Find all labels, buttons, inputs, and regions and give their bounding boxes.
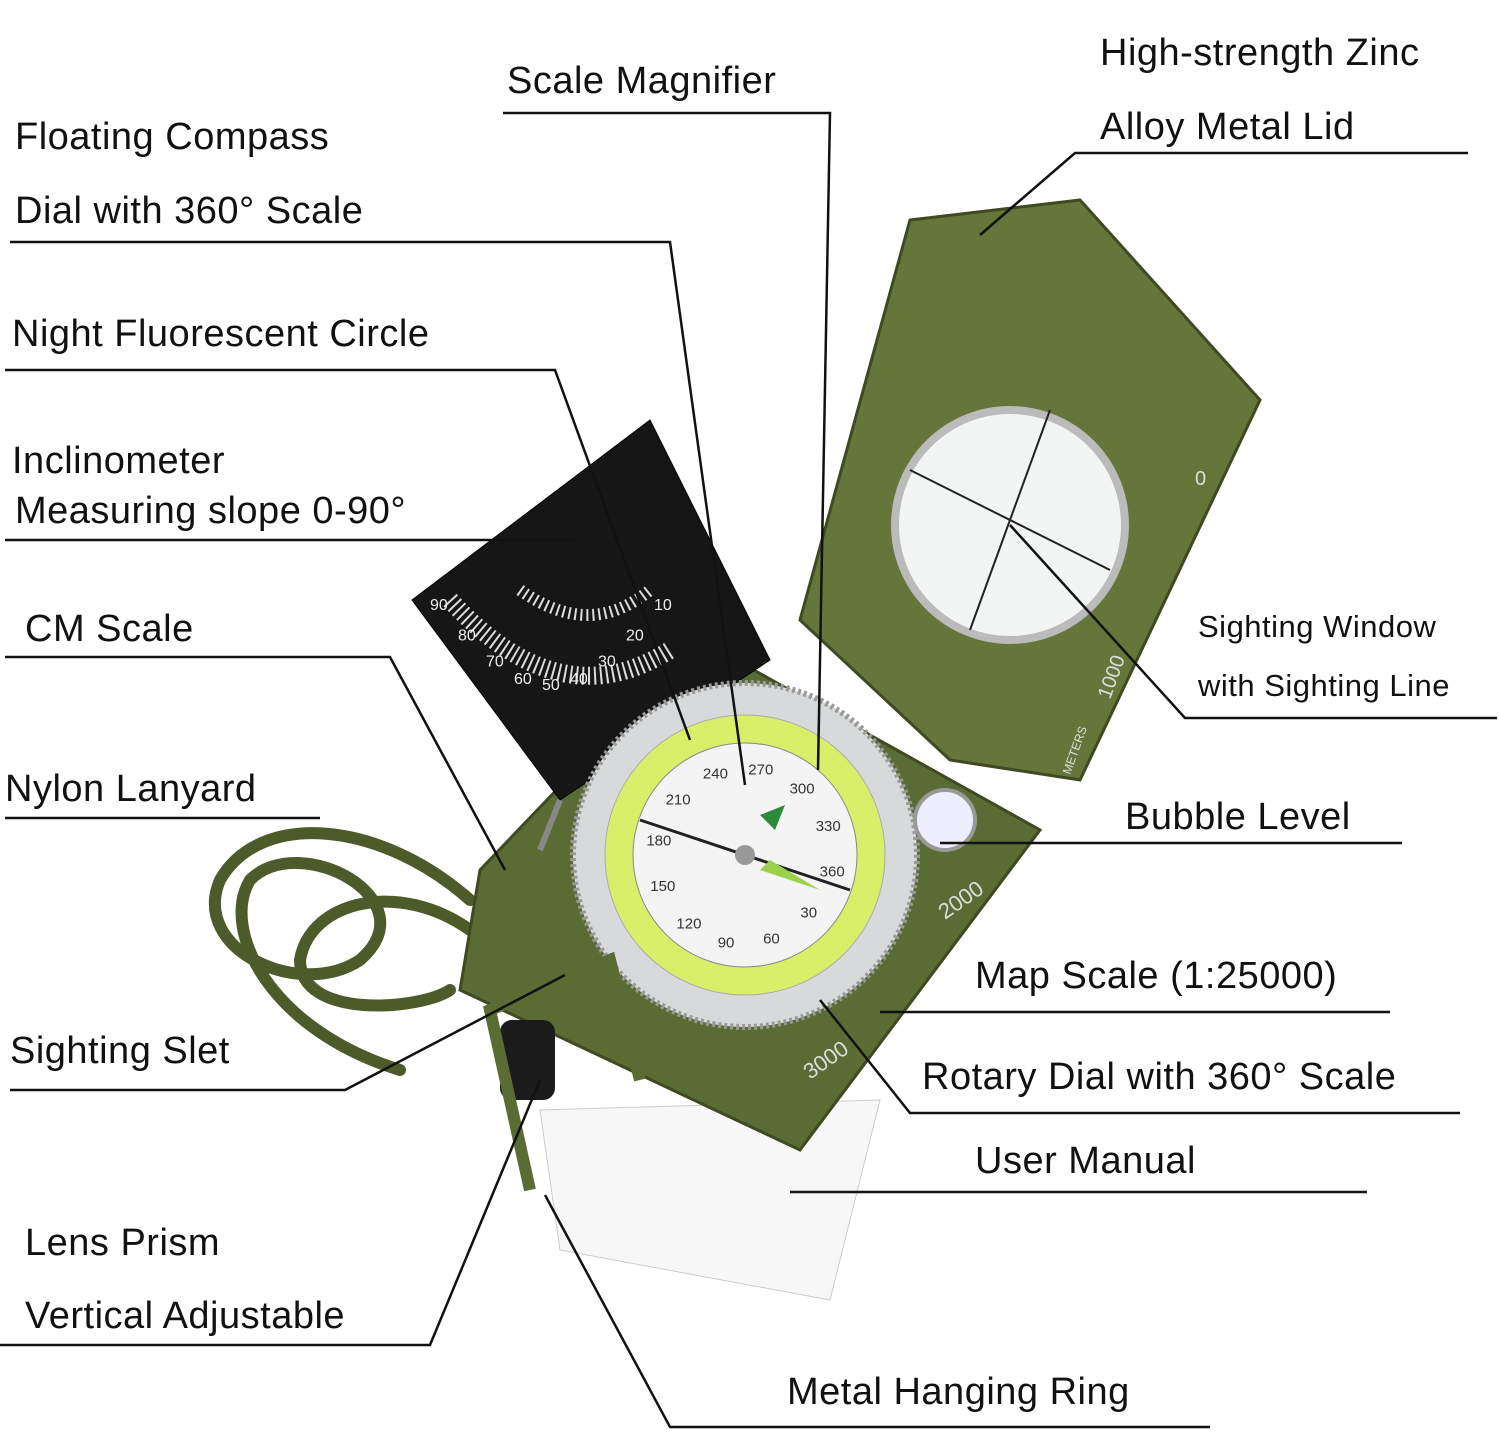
- label-window-1: Sighting Window: [1198, 609, 1437, 644]
- dial-number: 30: [800, 905, 817, 922]
- inclinometer-number: 60: [514, 671, 532, 688]
- user-manual-paper: [539, 1099, 881, 1301]
- label-sighting-slet: Sighting Slet: [10, 1030, 230, 1072]
- label-hanging-ring: Metal Hanging Ring: [787, 1371, 1130, 1413]
- dial-number: 150: [650, 878, 675, 895]
- label-lid-1: High-strength Zinc: [1100, 32, 1420, 74]
- label-lens-1: Lens Prism: [25, 1222, 221, 1264]
- label-lid-2: Alloy Metal Lid: [1100, 106, 1355, 148]
- label-cm-scale: CM Scale: [25, 608, 194, 650]
- label-floating-2: Dial with 360° Scale: [15, 190, 364, 232]
- inclinometer-number: 20: [626, 628, 644, 645]
- north-arrow: [760, 805, 785, 830]
- dial-number: 360: [820, 863, 845, 880]
- label-bubble-level: Bubble Level: [1125, 796, 1351, 838]
- dial-number: 270: [748, 761, 773, 778]
- nylon-lanyard: [208, 827, 476, 1076]
- label-lanyard: Nylon Lanyard: [5, 768, 257, 810]
- label-window-2: with Sighting Line: [1198, 668, 1450, 703]
- label-night-circle: Night Fluorescent Circle: [12, 313, 430, 355]
- bubble-level: [913, 788, 977, 852]
- label-rotary-dial: Rotary Dial with 360° Scale: [922, 1056, 1397, 1098]
- label-scale-magnifier: Scale Magnifier: [507, 60, 777, 102]
- label-incl-1: Inclinometer: [12, 440, 225, 482]
- inclinometer-number: 80: [458, 628, 476, 645]
- inclinometer-number: 70: [486, 654, 504, 671]
- dial-number: 210: [666, 791, 691, 808]
- dial-number: 120: [676, 915, 701, 932]
- label-incl-2: Measuring slope 0-90°: [15, 490, 407, 532]
- needle-green: [760, 860, 820, 890]
- label-floating-1: Floating Compass: [15, 116, 330, 158]
- dial-number: 330: [816, 818, 841, 835]
- dial-number: 240: [703, 765, 728, 782]
- inclinometer-number: 50: [542, 677, 560, 694]
- lid-ruler-0: 0: [1195, 468, 1206, 490]
- dial-number: 300: [790, 781, 815, 798]
- label-lens-2: Vertical Adjustable: [25, 1295, 346, 1337]
- inclinometer-number: 10: [654, 597, 672, 614]
- dial-number: 60: [763, 931, 780, 948]
- inclinometer-number: 40: [570, 671, 588, 688]
- dial-number: 180: [646, 833, 671, 850]
- label-map-scale: Map Scale (1:25000): [975, 955, 1338, 997]
- leader-lines: [0, 111, 1497, 1429]
- inclinometer-number: 90: [430, 597, 448, 614]
- hanging-ring: [483, 951, 646, 1192]
- label-user-manual: User Manual: [975, 1140, 1196, 1182]
- dial-number: 90: [718, 935, 735, 952]
- inclinometer-number: 30: [598, 654, 616, 671]
- lens-prism: [500, 1020, 555, 1100]
